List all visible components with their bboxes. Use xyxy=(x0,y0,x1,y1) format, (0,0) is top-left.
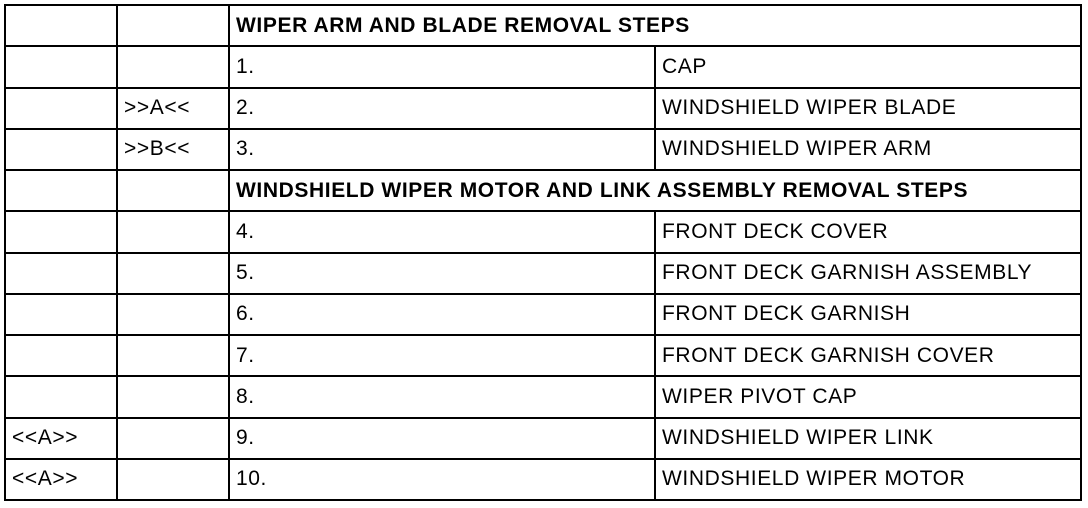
step-item: WINDSHIELD WIPER BLADE xyxy=(654,86,1082,130)
section-title: WIPER ARM AND BLADE REMOVAL STEPS xyxy=(228,3,1082,48)
step-item: WINDSHIELD WIPER LINK xyxy=(654,416,1082,460)
removal-note-cell xyxy=(4,292,118,337)
step-number: 3. xyxy=(228,127,656,172)
removal-steps-table: WIPER ARM AND BLADE REMOVAL STEPS 1. CAP… xyxy=(4,3,1082,502)
section-header-row: WIPER ARM AND BLADE REMOVAL STEPS xyxy=(4,3,1082,48)
table-row: >>A<< 2. WINDSHIELD WIPER BLADE xyxy=(4,86,1082,130)
installation-note-cell xyxy=(116,457,230,502)
step-number: 8. xyxy=(228,375,656,419)
step-number: 1. xyxy=(228,45,656,89)
removal-note-cell xyxy=(4,210,118,254)
table-row: 6. FRONT DECK GARNISH xyxy=(4,292,1082,337)
section-title: WINDSHIELD WIPER MOTOR AND LINK ASSEMBLY… xyxy=(228,168,1082,213)
step-number: 10. xyxy=(228,457,656,502)
table-row: 8. WIPER PIVOT CAP xyxy=(4,375,1082,419)
table-row: 7. FRONT DECK GARNISH COVER xyxy=(4,333,1082,378)
step-number: 2. xyxy=(228,86,656,130)
table-row: <<A>> 10. WINDSHIELD WIPER MOTOR xyxy=(4,457,1082,502)
installation-note-cell xyxy=(116,333,230,378)
step-item: WINDSHIELD WIPER ARM xyxy=(654,127,1082,172)
installation-note-cell xyxy=(116,210,230,254)
step-item: FRONT DECK GARNISH COVER xyxy=(654,333,1082,378)
removal-note-cell xyxy=(4,45,118,89)
step-number: 4. xyxy=(228,210,656,254)
step-item: FRONT DECK GARNISH ASSEMBLY xyxy=(654,251,1082,295)
step-item: WIPER PIVOT CAP xyxy=(654,375,1082,419)
installation-note-cell xyxy=(116,375,230,419)
installation-note-cell: >>A<< xyxy=(116,86,230,130)
removal-note-cell xyxy=(4,86,118,130)
removal-note-cell xyxy=(4,127,118,172)
installation-note-cell xyxy=(116,416,230,460)
step-number: 5. xyxy=(228,251,656,295)
step-number: 7. xyxy=(228,333,656,378)
removal-note-cell xyxy=(4,251,118,295)
removal-note-cell xyxy=(4,333,118,378)
section-header-blank-a xyxy=(4,168,118,213)
section-header-blank-a xyxy=(4,3,118,48)
section-header-row: WINDSHIELD WIPER MOTOR AND LINK ASSEMBLY… xyxy=(4,168,1082,213)
step-item: WINDSHIELD WIPER MOTOR xyxy=(654,457,1082,502)
step-item: CAP xyxy=(654,45,1082,89)
table-row: 5. FRONT DECK GARNISH ASSEMBLY xyxy=(4,251,1082,295)
step-item: FRONT DECK GARNISH xyxy=(654,292,1082,337)
section-header-blank-b xyxy=(116,168,230,213)
removal-note-cell: <<A>> xyxy=(4,416,118,460)
removal-note-cell: <<A>> xyxy=(4,457,118,502)
step-number: 6. xyxy=(228,292,656,337)
step-number: 9. xyxy=(228,416,656,460)
section-header-blank-b xyxy=(116,3,230,48)
table-row: 4. FRONT DECK COVER xyxy=(4,210,1082,254)
table-row: <<A>> 9. WINDSHIELD WIPER LINK xyxy=(4,416,1082,460)
step-item: FRONT DECK COVER xyxy=(654,210,1082,254)
table-body: WIPER ARM AND BLADE REMOVAL STEPS 1. CAP… xyxy=(4,3,1082,502)
removal-note-cell xyxy=(4,375,118,419)
installation-note-cell xyxy=(116,45,230,89)
table-row: 1. CAP xyxy=(4,45,1082,89)
installation-note-cell xyxy=(116,251,230,295)
table-row: >>B<< 3. WINDSHIELD WIPER ARM xyxy=(4,127,1082,172)
installation-note-cell xyxy=(116,292,230,337)
installation-note-cell: >>B<< xyxy=(116,127,230,172)
